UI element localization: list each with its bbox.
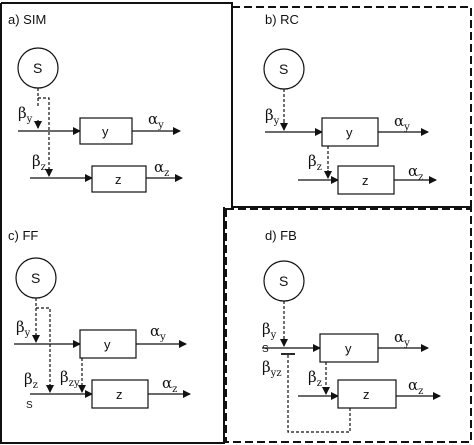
signal-to-z <box>36 307 51 388</box>
box-y-label: y <box>345 341 352 356</box>
s-label: S <box>262 344 269 355</box>
beta-y-label: βy <box>18 104 33 125</box>
rc-dashed-border <box>231 6 472 208</box>
box-z <box>337 379 397 409</box>
alpha-y-label: αy <box>150 322 166 343</box>
signal-to-z <box>38 97 50 172</box>
beta-z-label: βz <box>308 368 322 389</box>
box-z-label: z <box>363 387 370 402</box>
panel-title: c) FF <box>8 228 38 243</box>
box-y-label: y <box>346 125 353 140</box>
box-z-label: z <box>115 172 122 187</box>
beta-y-label: βy <box>265 106 280 127</box>
box-z <box>91 165 147 193</box>
s-label: S <box>26 400 33 411</box>
source-label: S <box>279 61 288 77</box>
panel-title: b) RC <box>265 12 299 27</box>
box-y <box>79 329 137 359</box>
beta-y-label: βy <box>262 320 277 341</box>
box-y-label: y <box>102 124 109 139</box>
source-label: S <box>279 273 288 289</box>
source-label: S <box>33 60 42 76</box>
box-y-label: y <box>104 337 111 352</box>
panel-rc: b) RC S y z βy βz αy αz <box>263 12 437 195</box>
panel-fb: d) FB S y z βy S βyz βz αy αz <box>262 228 441 433</box>
beta-y-label: βy <box>16 318 31 339</box>
box-z-label: z <box>116 387 123 402</box>
alpha-z-label: αz <box>162 374 177 395</box>
panel-title: a) SIM <box>8 12 46 27</box>
box-z-label: z <box>362 173 369 188</box>
alpha-y-label: αy <box>394 328 410 349</box>
feedback-signal <box>287 354 351 433</box>
alpha-z-label: αz <box>408 376 423 397</box>
fb-dashed-border <box>225 208 472 443</box>
alpha-z-label: αz <box>408 162 423 183</box>
source-label: S <box>31 270 40 286</box>
alpha-y-label: αy <box>394 112 410 133</box>
beta-z-label: βz <box>24 370 38 391</box>
panel-ff: c) FF S y z βy βz S βzy αy αz <box>8 228 191 411</box>
beta-z-label: βz <box>32 152 46 173</box>
panel-title: d) FB <box>265 228 297 243</box>
beta-zy-label: βzy <box>60 368 80 389</box>
box-z <box>337 165 395 195</box>
box-y <box>79 117 133 145</box>
alpha-y-label: αy <box>148 110 164 131</box>
box-y <box>321 117 379 147</box>
panel-sim: a) SIM S y z βy βz αy αz <box>8 12 183 193</box>
beta-yz-label: βyz <box>262 358 282 379</box>
alpha-z-label: αz <box>154 158 169 179</box>
beta-z-label: βz <box>308 152 322 173</box>
